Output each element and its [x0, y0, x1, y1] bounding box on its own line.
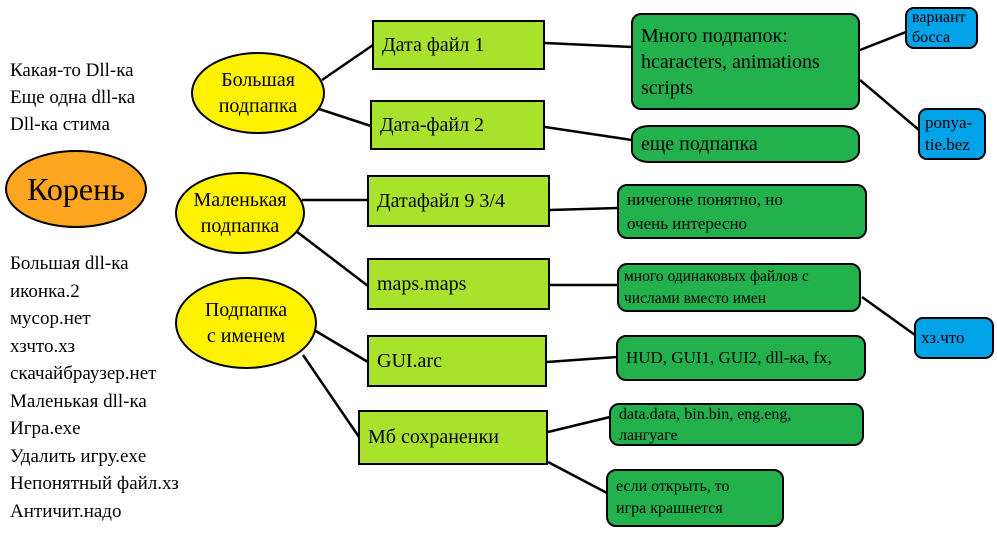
content-nothing: ничегоне понятно, но очень интересно [617, 184, 867, 239]
file-item: Непонятный файл.хз [10, 473, 179, 494]
file-item: Какая-то Dll-ка [10, 60, 134, 81]
file-item: Большая dll-ка [10, 253, 129, 274]
leaf-label: tie.bez [925, 135, 970, 154]
file-item: скачайбраузер.нет [10, 363, 157, 384]
folder-label: с именем [206, 325, 286, 347]
content-label: scripts [641, 76, 694, 99]
file-item: Еще одна dll-ка [10, 87, 136, 108]
file-label: maps.maps [377, 272, 467, 295]
folder-label: подпапка [218, 95, 298, 117]
file-item: мусор.нет [10, 308, 91, 329]
file-label: Дата-файл 2 [380, 113, 485, 136]
file-item: Dll-ка стима [10, 114, 110, 135]
folder-label: подпапка [200, 215, 280, 237]
leaf-label: босса [912, 29, 951, 46]
content-label: hcaracters, animations [641, 50, 820, 73]
content-label: много одинаковых файлов с [624, 267, 809, 285]
content-label: ничегоне понятно, но [627, 189, 783, 209]
file-data9: Датафайл 9 3/4 [367, 175, 550, 227]
file-label: Дата файл 1 [382, 33, 485, 56]
folder-named: Подпапка с именем [175, 277, 317, 369]
file-item: хзчто.хз [10, 335, 75, 357]
content-label: лангуаге [619, 426, 678, 444]
file-gui: GUI.arc [367, 335, 547, 387]
file-item: Удалить игру.exe [10, 445, 147, 467]
content-same: много одинаковых файлов с числами вместо … [617, 263, 861, 312]
file-label: Мб сохраненки [368, 426, 499, 448]
root-label: Корень [27, 170, 125, 207]
file-saves: Мб сохраненки [358, 410, 548, 465]
content-hud: HUD, GUI1, GUI2, dll-ка, fx, [616, 335, 866, 381]
leaf-label: ponya- [925, 113, 973, 132]
leaf-boss: вариант босса [905, 7, 978, 49]
folder-label: Большая [221, 69, 295, 91]
leaf-hz: хз.что [914, 317, 994, 359]
folder-big: Большая подпапка [191, 52, 325, 134]
folder-small: Маленькая подпапка [175, 172, 305, 254]
leaf-label: хз.что [921, 328, 965, 347]
content-label: если открыть, то [616, 478, 730, 495]
root-node: Корень [5, 150, 147, 228]
content-label: Много подпапок: [641, 24, 788, 47]
folder-label: Подпапка [204, 299, 288, 321]
content-datadata: data.data, bin.bin, eng.eng, лангуаге [609, 403, 864, 446]
file-item: Античит.надо [10, 500, 122, 522]
file-item: иконка.2 [10, 280, 80, 302]
left-top-file-list: Какая-то Dll-ка Еще одна dll-ка Dll-ка с… [10, 57, 135, 138]
content-label: игра крашнется [616, 500, 723, 517]
left-bottom-file-list: Большая dll-ка иконка.2 мусор.нет хзчто.… [10, 250, 179, 525]
content-label: еще подпапка [641, 133, 758, 155]
content-more: еще подпапка [631, 125, 860, 163]
content-label: HUD, GUI1, GUI2, dll-ка, fx, [626, 348, 832, 367]
content-many: Много подпапок: hcaracters, animations scr… [631, 13, 860, 110]
folder-label: Маленькая [193, 189, 287, 211]
content-label: data.data, bin.bin, eng.eng, [619, 405, 792, 423]
file-label: Датафайл 9 3/4 [377, 189, 505, 212]
content-crash: если открыть, то игра крашнется [606, 469, 784, 527]
leaf-label: вариант [912, 9, 966, 26]
content-label: числами вместо имен [624, 289, 767, 307]
file-label: GUI.arc [377, 349, 442, 372]
content-label: очень интересно [627, 213, 748, 233]
leaf-ponya: ponya-tie.bez [918, 108, 986, 160]
file-data2: Дата-файл 2 [370, 100, 545, 150]
file-maps: maps.maps [367, 258, 550, 310]
file-data1: Дата файл 1 [372, 20, 545, 70]
file-item: Игра.exe [10, 418, 81, 439]
file-item: Маленькая dll-ка [10, 390, 147, 412]
